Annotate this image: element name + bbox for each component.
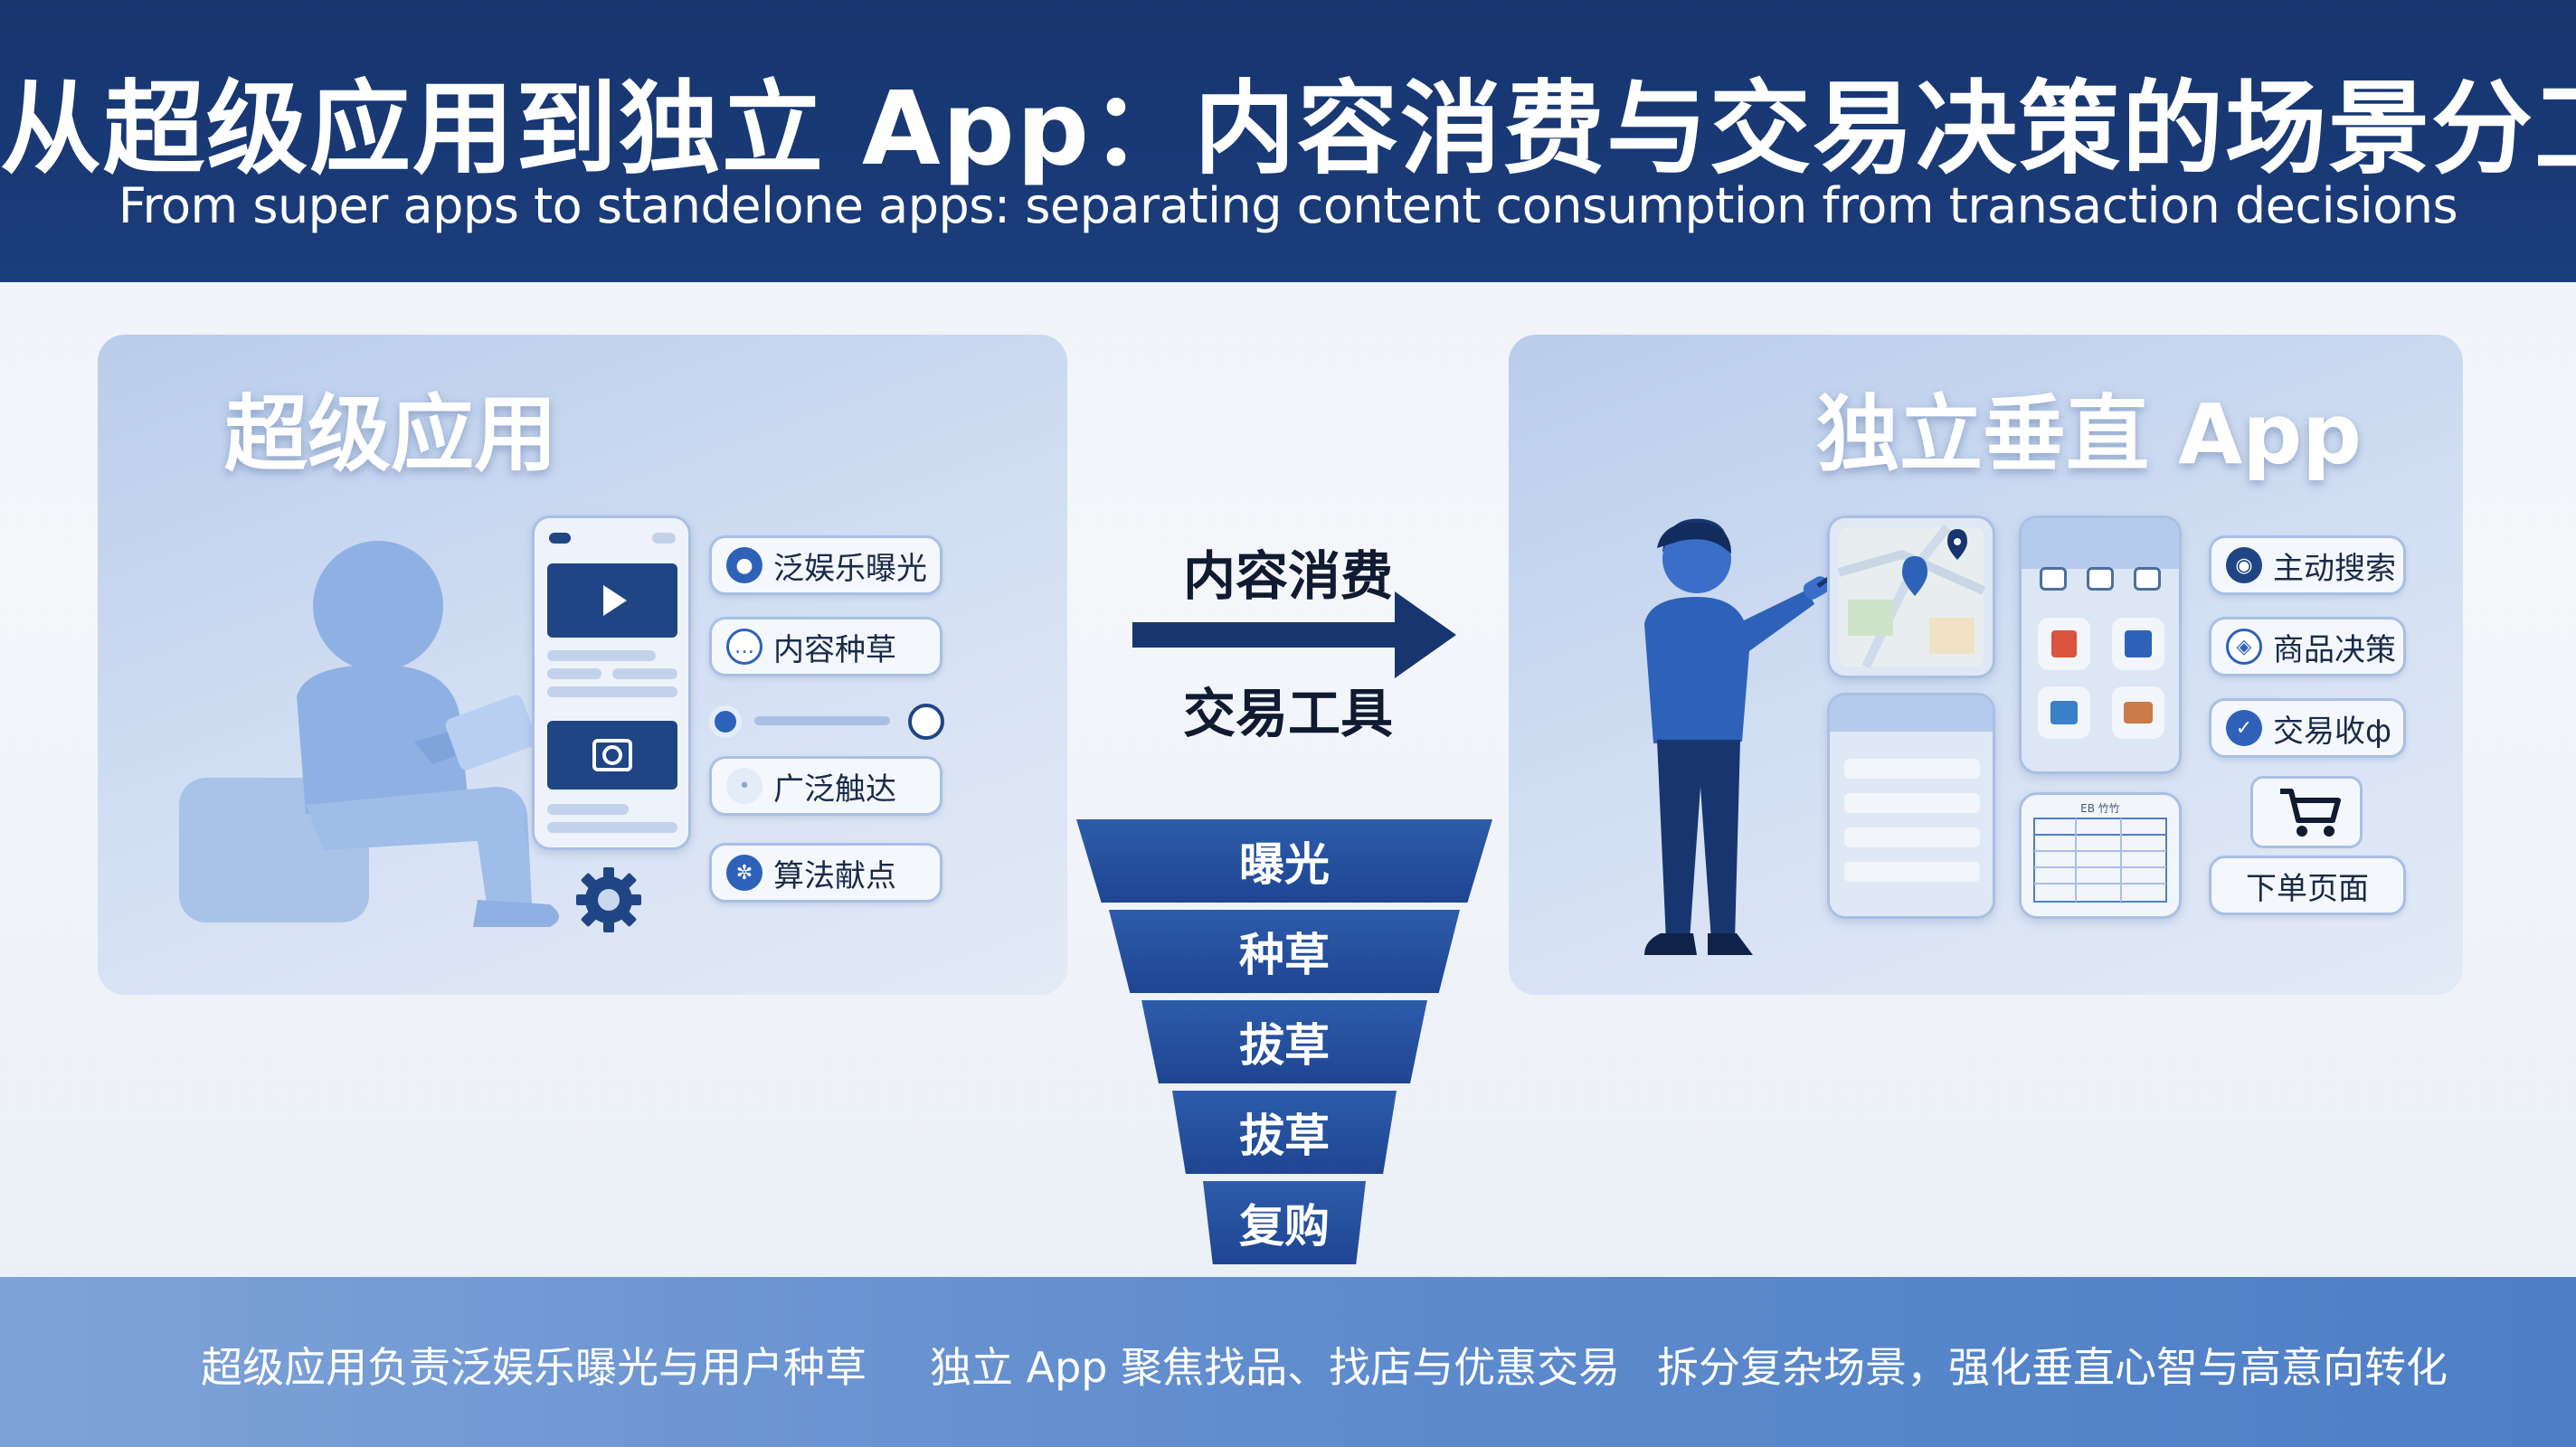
map-card <box>1827 515 1995 678</box>
tag-icon: ◈ <box>2226 629 2262 665</box>
footer-item-1: 超级应用负责泛娱乐曝光与用户种草 <box>201 1343 867 1392</box>
content-consumption-label: 内容消费 <box>1183 545 1394 607</box>
cart-icon-box <box>2250 776 2363 848</box>
super-app-phone <box>532 515 691 850</box>
funnel-step-purchase: 拔草 <box>1141 1000 1427 1083</box>
algorithm-icon: ✼ <box>726 855 762 891</box>
footer-item-3: 拆分复杂场景，强化垂直心智与高意向转化 <box>1657 1343 2448 1392</box>
chip-algorithm: ✼ 算法献点 <box>709 843 942 903</box>
super-app-title: 超级应用 <box>224 386 558 483</box>
seated-person-icon <box>179 541 559 927</box>
table-grid-icon <box>2033 818 2167 903</box>
super-app-panel: 超级应用 <box>98 335 1067 995</box>
checkout-page-button[interactable]: 下单页面 <box>2209 856 2406 915</box>
play-icon <box>603 585 627 616</box>
chip-product-decision: ◈ 商品决策 <box>2209 617 2406 676</box>
shop-grid-card <box>2019 515 2182 774</box>
chip-broad-reach: • 广泛触达 <box>709 756 942 816</box>
footer-banner: 超级应用负责泛娱乐曝光与用户种草 独立 App 聚焦找品、找店与优惠交易 拆分复… <box>0 1277 2576 1447</box>
chip-content-seeding: … 内容种草 <box>709 617 942 676</box>
funnel-step-seeding: 种草 <box>1109 910 1460 993</box>
funnel-step-purchase-2: 拔草 <box>1172 1091 1397 1174</box>
check-shield-icon: ✓ <box>2226 710 2262 746</box>
chip-active-search: ◉ 主动搜索 <box>2209 535 2406 595</box>
gear-icon <box>576 867 641 932</box>
chat-bubble-icon: ● <box>726 547 762 583</box>
vertical-app-panel: 独立垂直 App <box>1509 335 2463 995</box>
chip-transaction: ✓ 交易收ф <box>2209 698 2406 758</box>
camera-icon <box>592 739 632 771</box>
footer-item-2: 独立 App 聚焦找品、找店与优惠交易 <box>930 1343 1621 1392</box>
standing-person-icon <box>1644 518 1845 955</box>
vertical-app-title: 独立垂直 App <box>1816 386 2362 483</box>
table-card: EB 竹竹 <box>2019 792 2182 919</box>
funnel-step-repurchase: 复购 <box>1203 1181 1366 1264</box>
header-banner: 从超级应用到独立 App：内容消费与交易决策的场景分工 From super a… <box>0 0 2576 282</box>
video-thumbnail <box>547 563 677 638</box>
shop-item-wallet-icon <box>2112 686 2164 739</box>
chip-entertainment-exposure: ● 泛娱乐曝光 <box>709 535 942 595</box>
right-arrow-icon <box>1132 591 1456 678</box>
image-thumbnail <box>547 721 677 790</box>
table-card-header: EB 竹竹 <box>2080 802 2120 815</box>
list-card <box>1827 693 1995 919</box>
shop-item-card-icon <box>2038 686 2090 739</box>
page-title: 从超级应用到独立 App：内容消费与交易决策的场景分工 <box>0 71 2576 188</box>
dot-icon: • <box>726 768 762 804</box>
shop-item-red-icon <box>2038 618 2090 670</box>
transaction-tool-label: 交易工具 <box>1183 683 1394 744</box>
page-subtitle: From super apps to standelone apps: sepa… <box>118 177 2458 234</box>
reach-slider[interactable] <box>709 698 953 743</box>
funnel-step-exposure: 曝光 <box>1076 819 1492 903</box>
location-pin-icon: ◉ <box>2226 547 2262 583</box>
shop-item-blue-icon <box>2112 618 2164 670</box>
shopping-cart-icon <box>2280 789 2341 837</box>
message-icon: … <box>726 629 762 665</box>
map-icon <box>1837 524 1986 669</box>
